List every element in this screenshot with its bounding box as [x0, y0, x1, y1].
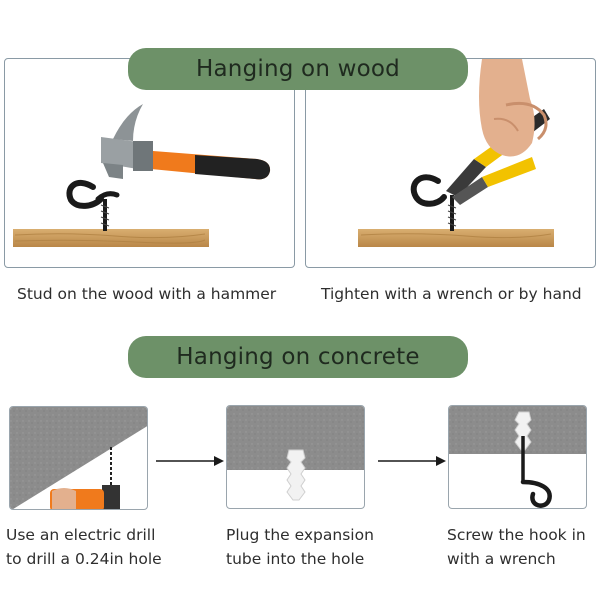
wood-section-title: Hanging on wood	[128, 48, 468, 90]
caption-line: with a wrench	[447, 550, 556, 568]
hand-icon	[479, 59, 548, 157]
wood-hammer-panel	[4, 58, 295, 268]
concrete-wall	[10, 407, 147, 509]
caption-line: Screw the hook in	[447, 526, 586, 544]
anchor-plug-icon	[286, 449, 306, 501]
wood-wrench-panel	[305, 58, 596, 268]
concrete-section-title: Hanging on concrete	[128, 336, 468, 378]
concrete-step3-caption: Screw the hook in with a wrench	[447, 523, 586, 571]
concrete-step1-caption: Use an electric drill to drill a 0.24in …	[6, 523, 162, 571]
hook-icon	[410, 174, 457, 231]
wood-step1-caption: Stud on the wood with a hammer	[17, 285, 277, 303]
arrow-right-icon	[156, 456, 224, 466]
wood-step2-caption: Tighten with a wrench or by hand	[321, 285, 582, 303]
concrete-drill-panel	[9, 406, 148, 510]
wood-plank	[358, 229, 554, 247]
caption-line: tube into the hole	[226, 550, 365, 568]
caption-line: Plug the expansion	[226, 526, 374, 544]
concrete-plug-panel	[226, 405, 365, 509]
hammer-icon	[101, 104, 271, 180]
arrow-right-icon	[378, 456, 446, 466]
hook-icon	[66, 179, 120, 231]
caption-line: to drill a 0.24in hole	[6, 550, 162, 568]
drill-icon	[50, 447, 120, 509]
wood-plank	[13, 229, 209, 247]
concrete-step2-caption: Plug the expansion tube into the hole	[226, 523, 374, 571]
caption-line: Use an electric drill	[6, 526, 156, 544]
hook-icon	[514, 411, 552, 508]
concrete-hook-panel	[448, 405, 587, 509]
